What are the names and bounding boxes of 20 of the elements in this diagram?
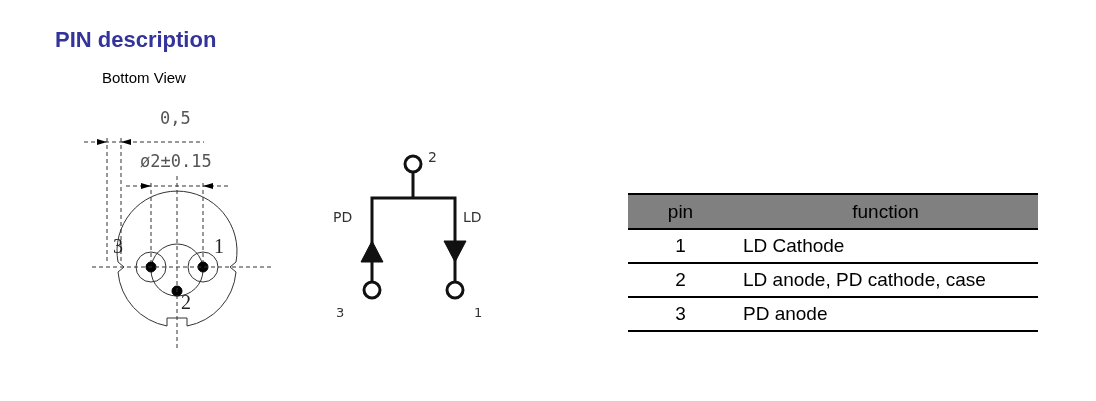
- pin-number: 1: [474, 306, 483, 319]
- pin-number: 3: [113, 236, 123, 256]
- pin-number: 2: [428, 150, 437, 164]
- dimension-value: ø2±0.15: [140, 153, 212, 170]
- header-cell: function: [733, 194, 1038, 229]
- pin-number: 2: [181, 292, 191, 312]
- table-cell: 3: [628, 297, 733, 331]
- dimension-value: 0,5: [160, 110, 191, 127]
- header-cell: pin: [628, 194, 733, 229]
- view-label: Bottom View: [102, 70, 186, 85]
- component-label: LD: [463, 210, 482, 224]
- title: PIN description: [55, 29, 217, 51]
- table-cell: 2: [628, 263, 733, 297]
- table-cell: PD anode: [733, 297, 1038, 331]
- table-cell: 1: [628, 229, 733, 263]
- component-label: PD: [333, 210, 353, 224]
- pin-number: 1: [214, 236, 224, 256]
- pin-number: 3: [336, 306, 345, 319]
- table-cell: LD anode, PD cathode, case: [733, 263, 1038, 297]
- table-cell: LD Cathode: [733, 229, 1038, 263]
